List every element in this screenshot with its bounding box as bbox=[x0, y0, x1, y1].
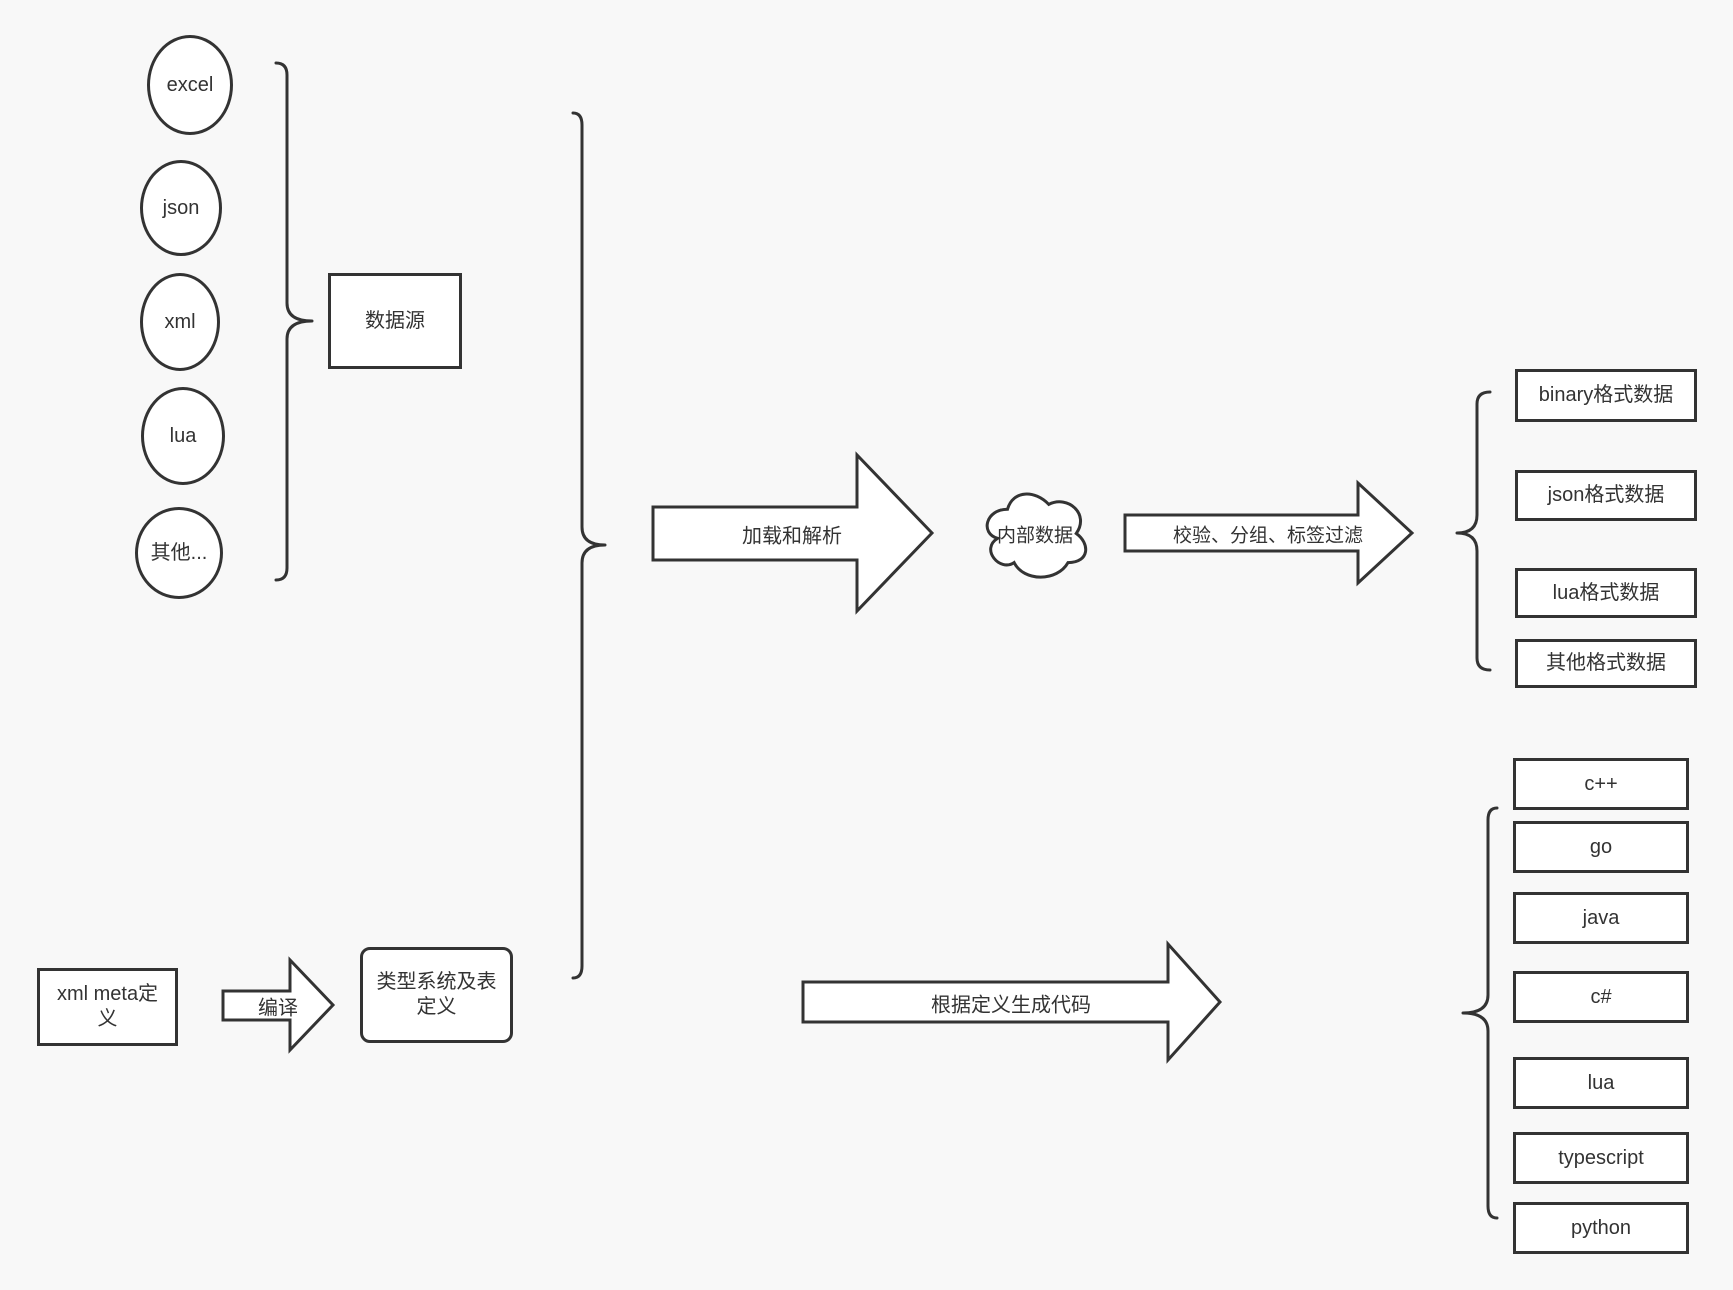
label-load-parse: 加载和解析 bbox=[742, 525, 842, 548]
source-ellipse-json: json bbox=[140, 160, 222, 256]
box-lang-go: go bbox=[1513, 821, 1689, 873]
label-filter: 校验、分组、标签过滤 bbox=[1172, 525, 1364, 547]
box-lang-lua: lua bbox=[1513, 1057, 1689, 1109]
label-internal-data: 内部数据 bbox=[996, 525, 1074, 547]
box-format-binary: binary格式数据 bbox=[1515, 369, 1697, 422]
cloud-internal-data bbox=[985, 492, 1088, 579]
source-ellipse-other: 其他... bbox=[135, 507, 223, 599]
box-data-source: 数据源 bbox=[328, 273, 462, 369]
arrow-load-parse bbox=[651, 451, 935, 615]
arrow-compile bbox=[221, 956, 336, 1054]
box-lang-csharp: c# bbox=[1513, 971, 1689, 1023]
box-xml-meta: xml meta定义 bbox=[37, 968, 178, 1046]
box-format-json: json格式数据 bbox=[1515, 470, 1697, 521]
source-ellipse-xml: xml bbox=[140, 273, 220, 371]
source-ellipse-lua: lua bbox=[141, 387, 225, 485]
arrow-filter bbox=[1123, 479, 1415, 587]
box-format-other: 其他格式数据 bbox=[1515, 639, 1697, 688]
box-format-lua: lua格式数据 bbox=[1515, 568, 1697, 618]
label-codegen: 根据定义生成代码 bbox=[931, 994, 1091, 1017]
brace-main bbox=[571, 111, 607, 980]
box-type-system: 类型系统及表定义 bbox=[360, 947, 513, 1043]
box-lang-typescript: typescript bbox=[1513, 1132, 1689, 1184]
source-ellipse-excel: excel bbox=[147, 35, 233, 135]
arrow-codegen bbox=[801, 940, 1223, 1064]
box-lang-cpp: c++ bbox=[1513, 758, 1689, 810]
brace-sources bbox=[274, 61, 314, 582]
label-compile: 编译 bbox=[258, 997, 298, 1020]
brace-languages bbox=[1461, 806, 1499, 1220]
box-lang-python: python bbox=[1513, 1202, 1689, 1254]
brace-formats bbox=[1455, 390, 1492, 672]
box-lang-java: java bbox=[1513, 892, 1689, 944]
